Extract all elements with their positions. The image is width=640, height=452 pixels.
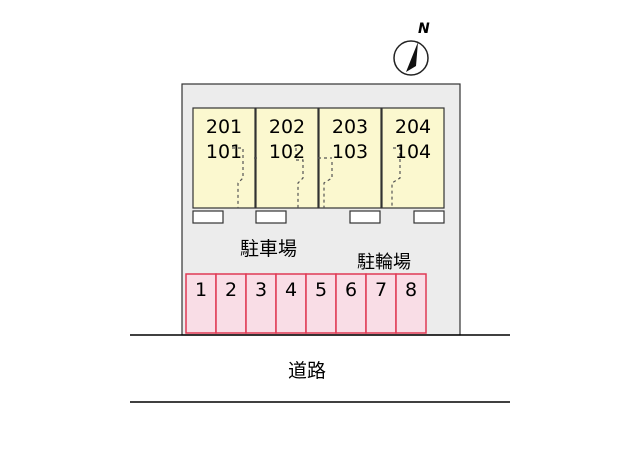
parking-space-1 xyxy=(185,273,217,334)
parking-space-number: 7 xyxy=(374,279,388,301)
unit-lower-number: 101 xyxy=(205,141,243,163)
parking-area xyxy=(185,273,427,334)
parking-space-number: 2 xyxy=(224,279,238,301)
unit-upper-number: 202 xyxy=(268,116,306,138)
unit-upper-number: 204 xyxy=(394,116,432,138)
unit-upper-number: 203 xyxy=(331,116,369,138)
bicycle-parking-label: 駐輪場 xyxy=(357,252,411,273)
stair-lines xyxy=(232,147,401,208)
parking-space-number: 8 xyxy=(404,279,418,301)
car-parking-label: 駐車場 xyxy=(240,238,298,260)
parking-space-3 xyxy=(245,273,277,334)
parking-space-number: 1 xyxy=(194,279,208,301)
unit-lower-number: 104 xyxy=(394,141,432,163)
parking-space-4 xyxy=(275,273,307,334)
compass-label: N xyxy=(418,21,430,37)
building xyxy=(192,107,445,209)
parking-space-number: 5 xyxy=(314,279,328,301)
unit-lower-number: 103 xyxy=(331,141,369,163)
parking-space-number: 3 xyxy=(254,279,268,301)
parking-space-5 xyxy=(305,273,337,334)
road-label: 道路 xyxy=(288,360,327,382)
north-arrow-icon xyxy=(393,40,429,76)
parking-space-number: 4 xyxy=(284,279,298,301)
unit-steps xyxy=(192,210,445,224)
unit-block-1 xyxy=(192,107,256,209)
parking-space-8 xyxy=(395,273,427,334)
unit-upper-number: 201 xyxy=(205,116,243,138)
parking-space-7 xyxy=(365,273,397,334)
parking-space-number: 6 xyxy=(344,279,358,301)
unit-block-2 xyxy=(255,107,319,209)
unit-block-3 xyxy=(318,107,382,209)
unit-lower-number: 102 xyxy=(268,141,306,163)
